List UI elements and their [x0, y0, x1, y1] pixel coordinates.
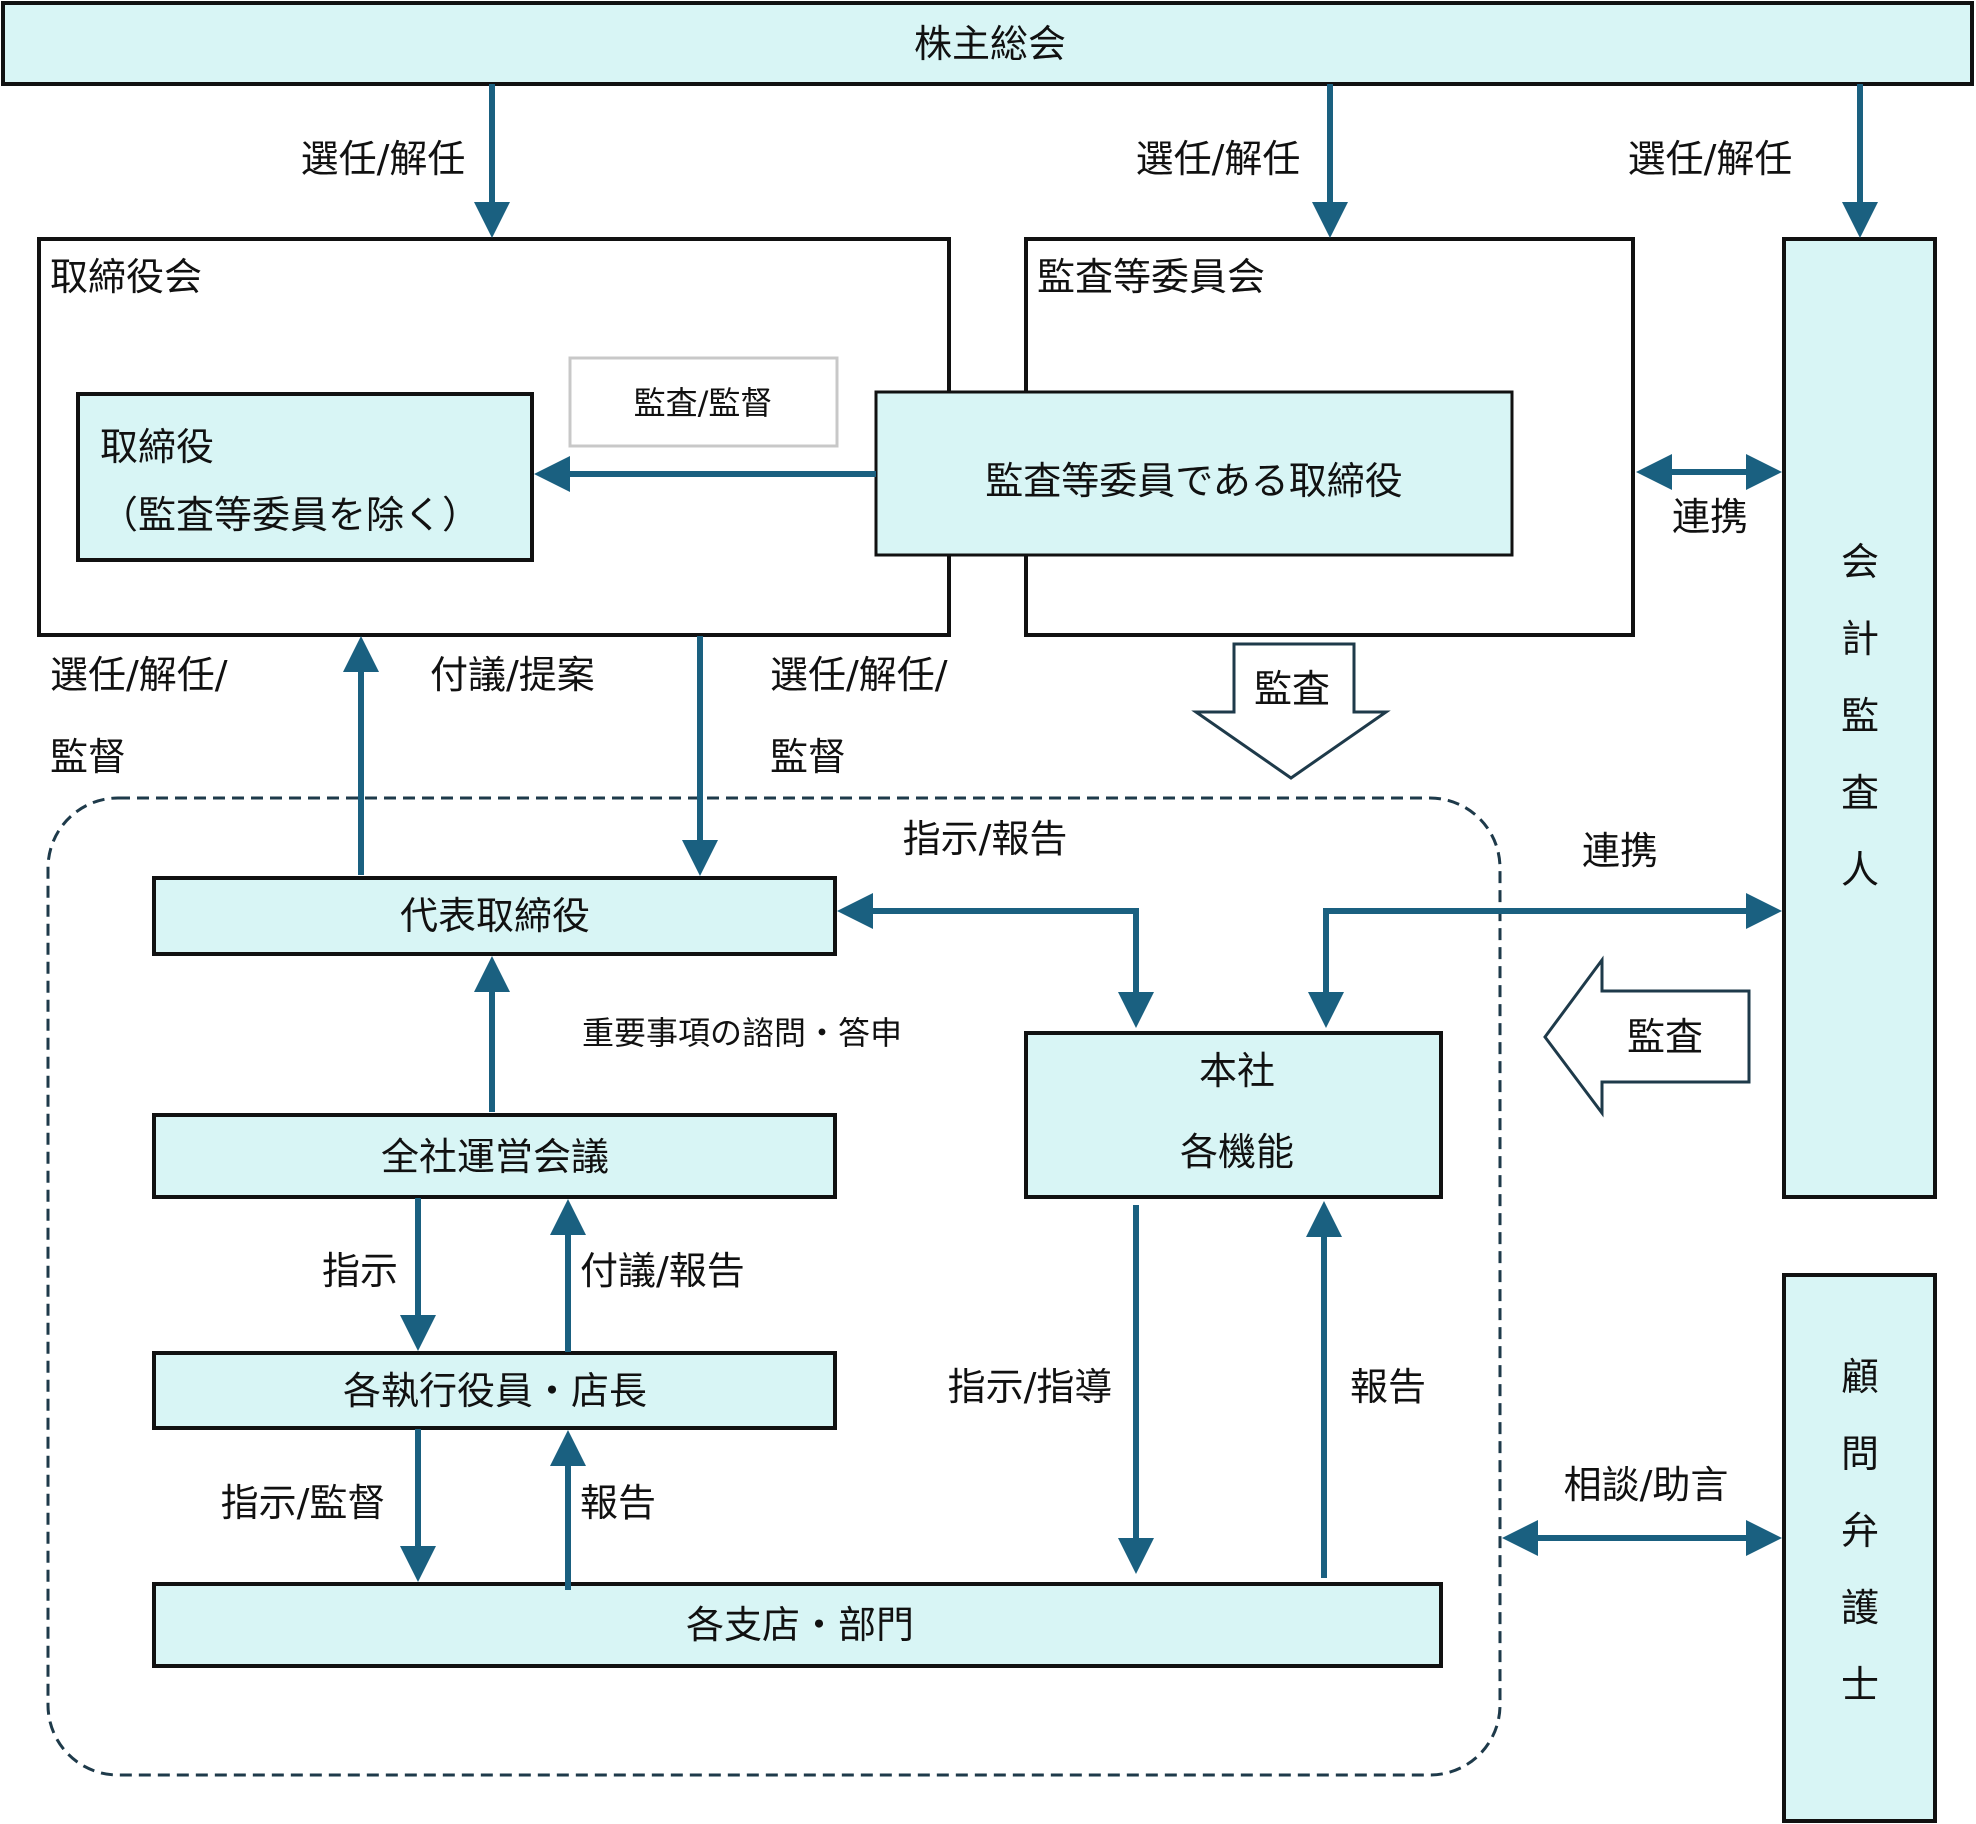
arrow-auditor-head-office — [1308, 893, 1782, 1028]
audit-supervision-note-label: 監査/監督 — [634, 384, 773, 422]
head-office-label-line2: 各機能 — [1180, 1130, 1294, 1174]
accounting-auditor-char-4: 査 — [1841, 771, 1879, 815]
label-instruction-guidance: 指示/指導 — [948, 1365, 1113, 1409]
executive-officers-box[interactable] — [152, 1351, 837, 1430]
legal-advisor-char-4: 護 — [1841, 1586, 1879, 1630]
management-meeting-label: 全社運営会議 — [381, 1135, 609, 1179]
executive-officers-label: 各執行役員・店長 — [343, 1369, 647, 1413]
label-rep-proposal: 付議/提案 — [430, 653, 595, 697]
shareholders-meeting-label: 株主総会 — [914, 22, 1066, 66]
execution-area-container — [46, 796, 1502, 1777]
legal-advisor-char-5: 士 — [1841, 1663, 1879, 1707]
audit-committee-label: 監査等委員会 — [1037, 255, 1265, 299]
audit-down-block-arrow — [1191, 642, 1391, 780]
label-report-left: 報告 — [580, 1481, 656, 1525]
representative-director-label: 代表取締役 — [400, 894, 590, 938]
shareholders-meeting-box[interactable] — [1, 1, 1974, 86]
label-committee-rep-line1: 選任/解任/ — [770, 653, 948, 697]
directors-box[interactable] — [76, 392, 534, 562]
label-proposal-report: 付議/報告 — [580, 1249, 745, 1293]
label-consultation: 重要事項の諮問・答申 — [582, 1014, 902, 1052]
accounting-auditor-char-5: 人 — [1841, 848, 1879, 892]
directors-label-line2: （監査等委員を除く） — [100, 493, 480, 537]
committee-member-directors-box[interactable] — [874, 390, 1514, 557]
label-cooperation-top: 連携 — [1672, 495, 1748, 539]
label-committee-rep-line2: 監督 — [770, 735, 846, 779]
branches-departments-box[interactable] — [152, 1582, 1443, 1668]
label-elect-dismiss-committee: 選任/解任 — [1136, 137, 1301, 181]
legal-advisor-box[interactable] — [1782, 1273, 1937, 1823]
head-office-label-line1: 本社 — [1199, 1049, 1275, 1093]
directors-label-line1: 取締役 — [100, 425, 214, 469]
accounting-auditor-box[interactable] — [1782, 237, 1937, 1199]
audit-supervision-note-box — [568, 356, 839, 448]
label-cooperation-mid: 連携 — [1582, 829, 1658, 873]
audit-down-label: 監査 — [1254, 667, 1330, 711]
legal-advisor-char-3: 弁 — [1841, 1509, 1879, 1553]
label-consult-advice: 相談/助言 — [1564, 1463, 1729, 1507]
head-office-box[interactable] — [1024, 1031, 1443, 1199]
audit-left-label: 監査 — [1627, 1015, 1703, 1059]
label-instruction: 指示 — [322, 1249, 398, 1293]
accounting-auditor-char-2: 計 — [1841, 617, 1879, 661]
branches-departments-label: 各支店・部門 — [686, 1603, 914, 1647]
representative-director-box[interactable] — [152, 876, 837, 956]
arrow-rep-head-office — [837, 893, 1154, 1028]
legal-advisor-char-2: 問 — [1841, 1432, 1879, 1476]
label-elect-dismiss-board: 選任/解任 — [301, 137, 466, 181]
accounting-auditor-char-3: 監 — [1841, 694, 1879, 738]
label-elect-dismiss-auditor: 選任/解任 — [1628, 137, 1793, 181]
label-report-right: 報告 — [1350, 1365, 1426, 1409]
accounting-auditor-char-1: 会 — [1841, 540, 1879, 584]
legal-advisor-char-1: 顧 — [1841, 1355, 1879, 1399]
label-instruction-supervision: 指示/監督 — [221, 1481, 386, 1525]
board-of-directors-label: 取締役会 — [50, 255, 202, 299]
label-instruction-report: 指示/報告 — [903, 817, 1068, 861]
committee-member-directors-label: 監査等委員である取締役 — [985, 459, 1403, 503]
label-board-rep-line2: 監督 — [50, 735, 126, 779]
management-meeting-box[interactable] — [152, 1113, 837, 1199]
label-board-rep-line1: 選任/解任/ — [50, 653, 228, 697]
